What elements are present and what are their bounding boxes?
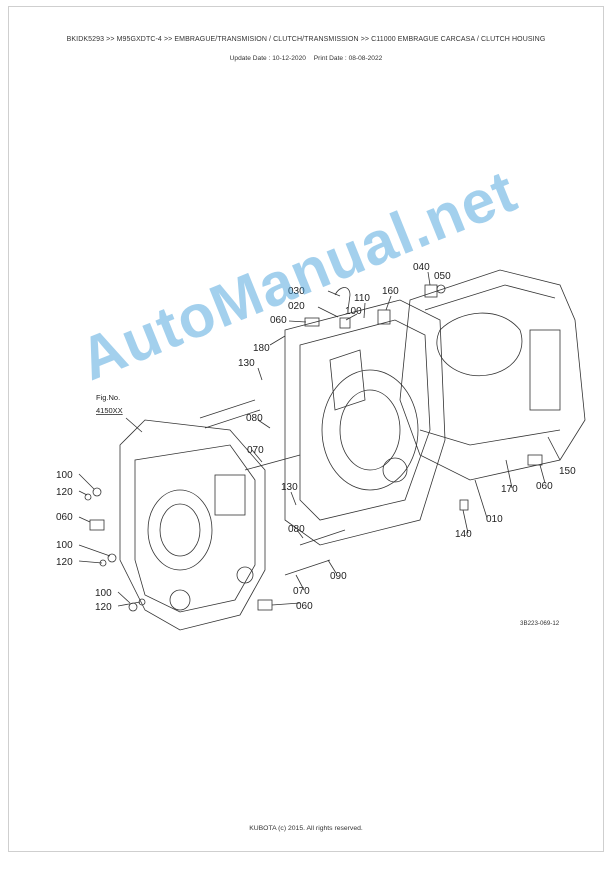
callout-120-left3: 120 — [95, 602, 112, 613]
callout-130-lower: 130 — [281, 482, 298, 493]
callout-180: 180 — [253, 343, 270, 354]
callout-060-left: 060 — [56, 512, 73, 523]
callout-060-bottom: 060 — [296, 601, 313, 612]
callout-020: 020 — [288, 301, 305, 312]
print-date: Print Date : 08-08-2022 — [313, 55, 383, 62]
copyright-footer: KUBOTA (c) 2015. All rights reserved. — [249, 825, 363, 832]
callout-040: 040 — [413, 262, 430, 273]
callout-170: 170 — [501, 484, 518, 495]
callout-140: 140 — [455, 529, 472, 540]
housing-drawing — [78, 269, 586, 631]
fig-number-label: Fig.No. — [96, 393, 120, 402]
callout-060: 060 — [270, 315, 287, 326]
callout-120-left1: 120 — [56, 487, 73, 498]
callout-080-lower: 080 — [288, 524, 305, 535]
update-date: Update Date : 10-12-2020 — [229, 55, 306, 62]
callout-100-left1: 100 — [56, 470, 73, 481]
figure-id: 3B223-069-12 — [520, 620, 560, 627]
callout-080: 080 — [246, 413, 263, 424]
callout-100: 100 — [345, 306, 362, 317]
callout-100-left2: 100 — [56, 540, 73, 551]
callout-050: 050 — [434, 271, 451, 282]
callout-030: 030 — [288, 286, 305, 297]
callout-070-lower: 070 — [293, 586, 310, 597]
callout-070: 070 — [247, 445, 264, 456]
callout-010: 010 — [486, 514, 503, 525]
exploded-parts-diagram: 030 020 060 110 100 160 040 050 180 130 … — [56, 262, 586, 631]
callout-150: 150 — [559, 466, 576, 477]
fig-number-value: 4150XX — [96, 406, 123, 415]
date-line: Update Date : 10-12-2020 Print Date : 08… — [0, 55, 612, 62]
callout-100-left3: 100 — [95, 588, 112, 599]
callout-160: 160 — [382, 286, 399, 297]
breadcrumb: BKIDK5293 >> M95GXDTC-4 >> EMBRAGUE/TRAN… — [66, 36, 546, 43]
callout-130: 130 — [238, 358, 255, 369]
callout-090: 090 — [330, 571, 347, 582]
callout-060-right: 060 — [536, 481, 553, 492]
callout-110: 110 — [354, 293, 370, 304]
callout-120-left2: 120 — [56, 557, 73, 568]
page-frame — [8, 6, 604, 852]
